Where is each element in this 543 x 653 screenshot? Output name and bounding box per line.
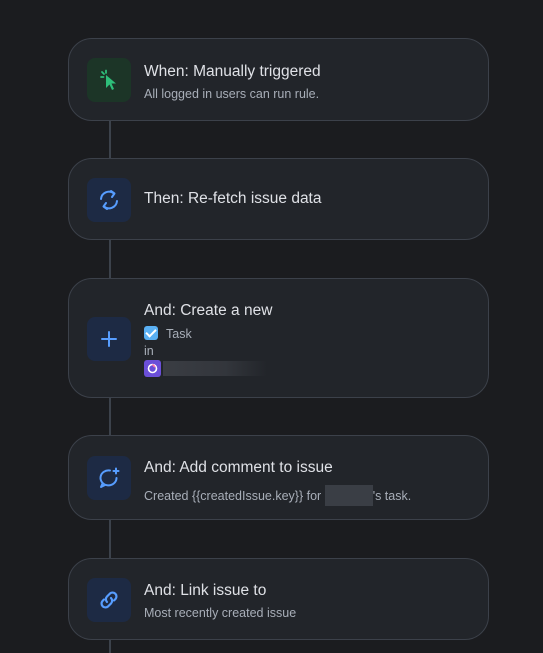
issue-type-row: Task <box>144 326 192 342</box>
add-comment-card[interactable]: And: Add comment to issue Created {{crea… <box>68 435 489 520</box>
issue-type-label: Task <box>166 327 192 341</box>
trigger-card[interactable]: When: Manually triggered All logged in u… <box>68 38 489 121</box>
plus-icon <box>101 331 117 347</box>
comment-text-pre: Created {{createdIssue.key}} for <box>144 489 322 503</box>
in-label: in <box>144 344 154 358</box>
refetch-card[interactable]: Then: Re-fetch issue data <box>68 158 489 240</box>
trigger-icon-box <box>87 58 131 102</box>
step-title: When: Manually triggered <box>144 63 321 80</box>
step-subtitle: Most recently created issue <box>144 606 297 620</box>
connector-line <box>109 120 111 158</box>
refetch-icon-box <box>87 178 131 222</box>
comment-sparkle-icon <box>99 467 120 488</box>
link-icon <box>100 591 118 609</box>
task-checkbox-icon <box>144 326 158 340</box>
step-title: And: Link issue to <box>144 582 267 599</box>
link-issue-card[interactable]: And: Link issue to Most recently created… <box>68 558 489 640</box>
connector-line <box>109 398 111 435</box>
project-name-redacted <box>163 361 267 376</box>
step-title: Then: Re-fetch issue data <box>144 190 322 207</box>
step-subtitle: All logged in users can run rule. <box>144 87 320 101</box>
refresh-icon <box>100 190 118 210</box>
step-title: And: Create a new <box>144 302 273 319</box>
project-avatar-icon <box>144 360 161 377</box>
redacted-name <box>324 485 373 506</box>
connector-line <box>109 520 111 558</box>
create-icon-box <box>87 317 131 361</box>
connector-line <box>109 240 111 278</box>
cursor-click-icon <box>100 69 116 90</box>
create-issue-card[interactable]: And: Create a new Task in <box>68 278 489 398</box>
link-icon-box <box>87 578 131 622</box>
step-title: And: Add comment to issue <box>144 459 333 476</box>
step-subtitle: Created {{createdIssue.key}} for 's task… <box>144 485 411 506</box>
connector-line <box>109 639 111 653</box>
comment-icon-box <box>87 456 131 500</box>
comment-text-post: 's task. <box>372 489 412 503</box>
